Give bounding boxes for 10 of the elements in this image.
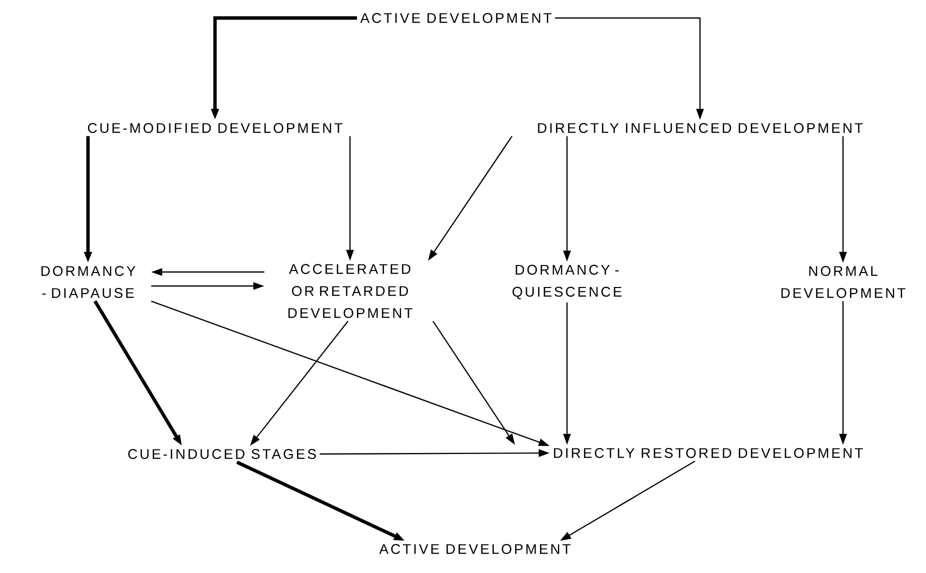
stage-label: DIRECTLY RESTORED DEVELOPMENT [554,448,863,458]
stage-label: CUE-INDUCED STAGES [128,449,316,459]
stage-label: NORMAL DEVELOPMENT [781,266,906,298]
stage-label: DIRECTLY INFLUENCED DEVELOPMENT [538,123,863,133]
stage-label: ACTIVE DEVELOPMENT [360,13,552,23]
stage-label: CUE-MODIFIED DEVELOPMENT [88,123,342,133]
stage-label: ACCELERATED OR RETARDED DEVELOPMENT [288,264,412,318]
stage-label: DORMANCY - DIAPAUSE [41,266,136,298]
stage-label: ACTIVE DEVELOPMENT [379,544,570,554]
stage-label: DORMANCY - QUIESCENCE [512,264,622,300]
